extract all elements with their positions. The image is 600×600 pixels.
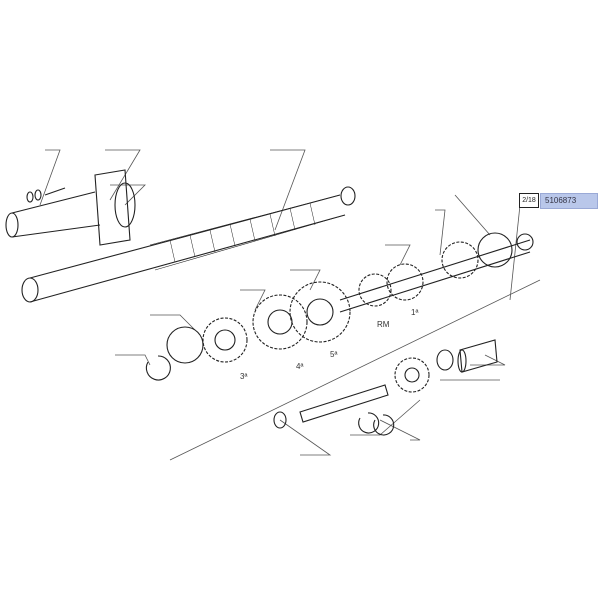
part-number-highlight[interactable]: 5106873 [540, 193, 598, 209]
gear-cluster [166, 232, 534, 393]
leader-lines [39, 149, 541, 461]
gear-label-reverse: RM [377, 320, 390, 329]
lower-shaft-parts [145, 339, 498, 436]
figure-reference: 2/18 [519, 193, 539, 208]
gear-label-first: 1ª [411, 308, 419, 317]
gear-label-fourth: 4ª [296, 362, 304, 371]
main-shaft [21, 186, 356, 303]
gear-label-third: 3ª [240, 372, 248, 381]
input-shaft [5, 169, 136, 246]
gear-label-fifth: 5ª [330, 350, 338, 359]
